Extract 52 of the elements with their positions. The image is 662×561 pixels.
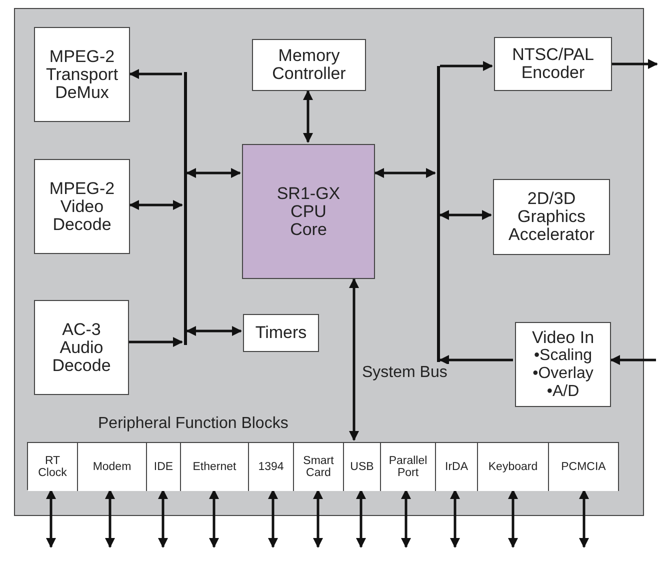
arrow [401, 489, 411, 548]
arrow [356, 489, 366, 548]
arrow [209, 489, 219, 548]
arrow [303, 90, 313, 143]
arrow [374, 168, 436, 178]
arrow [313, 489, 323, 548]
arrow [439, 355, 513, 365]
chip-panel [14, 8, 644, 516]
peripheral-cell: IDE [147, 443, 181, 491]
arrow [129, 69, 182, 79]
bus-line [184, 72, 187, 345]
function-block: 2D/3D Graphics Accelerator [493, 179, 610, 255]
peripheral-cell: 1394 [249, 443, 294, 491]
arrow [508, 489, 518, 548]
function-block: MPEG-2 Transport DeMux [34, 27, 130, 122]
arrow [129, 200, 183, 210]
bullet-item: •Scaling [534, 346, 592, 364]
arrow [268, 489, 278, 548]
function-block: Memory Controller [252, 39, 366, 91]
peripheral-cell: Ethernet [181, 443, 249, 491]
peripheral-cell: Keyboard [478, 443, 549, 491]
arrow [129, 337, 183, 347]
function-block: Timers [243, 314, 319, 352]
arrow [612, 59, 658, 69]
peripheral-cell: Parallel Port [381, 443, 436, 491]
cpu-block: SR1-GX CPU Core [242, 144, 375, 279]
peripheral-cell: IrDA [436, 443, 478, 491]
function-block: AC-3 Audio Decode [34, 300, 129, 395]
arrow [105, 489, 115, 548]
arrow [186, 168, 241, 178]
arrow [46, 489, 56, 548]
peripheral-cell: RT Clock [28, 443, 78, 491]
bullet-item: •A/D [546, 382, 580, 400]
arrow [158, 489, 168, 548]
bullet-item: •Overlay [532, 364, 594, 382]
arrow [440, 61, 493, 71]
arrow [610, 355, 656, 365]
edge-label: System Bus [360, 364, 450, 382]
arrow [349, 278, 359, 441]
arrow [439, 210, 492, 220]
peripheral-cell: USB [344, 443, 381, 491]
group-heading: Peripheral Function Blocks [98, 415, 288, 433]
function-block [515, 322, 611, 407]
bus-line [437, 66, 440, 362]
peripheral-cell: Modem [78, 443, 147, 491]
function-block: MPEG-2 Video Decode [34, 159, 130, 254]
arrow [579, 489, 589, 548]
arrow [450, 489, 460, 548]
function-block: NTSC/PAL Encoder [494, 37, 612, 91]
block-title: Video In [532, 328, 594, 346]
peripheral-cell: Smart Card [294, 443, 344, 491]
arrow [186, 326, 242, 336]
